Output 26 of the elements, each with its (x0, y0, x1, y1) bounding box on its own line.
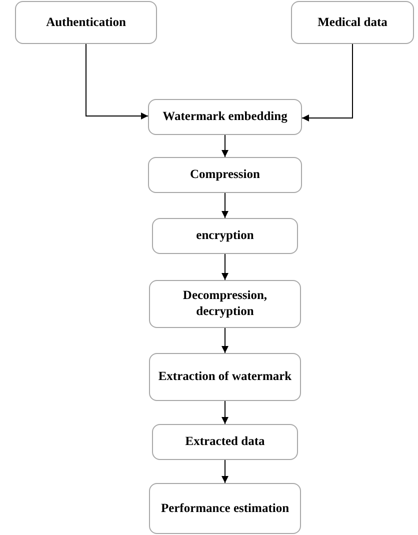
process-box (15, 1, 157, 44)
arrow (86, 44, 148, 120)
process-box (152, 218, 298, 254)
arrow (222, 192, 228, 218)
arrow (222, 328, 228, 354)
process-box (152, 424, 298, 460)
arrow (222, 254, 228, 280)
box-label: Performance estimation (160, 500, 290, 516)
box-label: Extraction of watermark (158, 369, 292, 385)
process-box (149, 483, 301, 534)
box-label: Compression (190, 167, 260, 183)
arrow (302, 44, 353, 122)
process-box (148, 99, 302, 135)
box-label: encryption (196, 228, 254, 244)
box-label: Extracted data (185, 434, 265, 450)
arrow (222, 460, 228, 484)
process-box (149, 353, 301, 401)
box-label: Medical data (318, 14, 388, 30)
process-box (148, 157, 302, 193)
process-box (291, 1, 414, 44)
box-label: Watermark embedding (162, 109, 288, 125)
box-label: Decompression, decryption (182, 288, 268, 320)
arrow (222, 134, 228, 158)
box-label: Authentication (46, 14, 126, 30)
process-box (149, 280, 301, 328)
arrow (222, 400, 228, 424)
